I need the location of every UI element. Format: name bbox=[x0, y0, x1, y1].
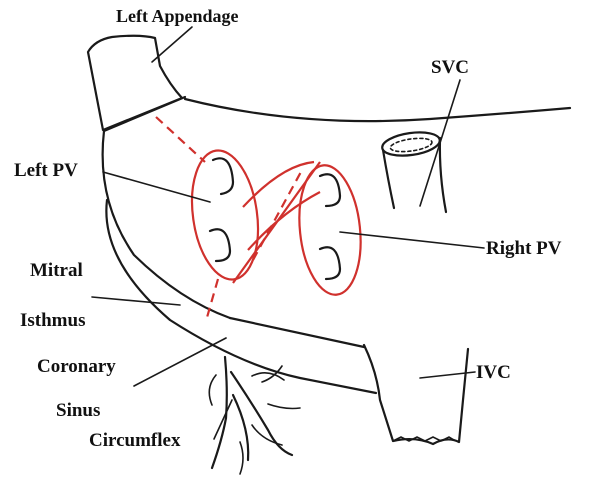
leader-coronary bbox=[134, 338, 226, 386]
left-appendage-shape bbox=[88, 36, 182, 130]
circumflex-branch-2 bbox=[233, 395, 248, 460]
circumflex-branch-6 bbox=[209, 375, 216, 405]
svc-wall-right bbox=[440, 138, 446, 212]
circumflex-branch-7 bbox=[240, 442, 243, 474]
atrium-top-edge bbox=[185, 99, 570, 121]
label-circumflex: Circumflex bbox=[89, 430, 181, 451]
leader-mitral bbox=[92, 297, 180, 305]
right-pv-ostium-upper bbox=[320, 174, 340, 206]
left-pv-encircling-line bbox=[184, 146, 265, 284]
mitral-annulus-outer bbox=[106, 200, 376, 393]
atrium-lower-edge bbox=[230, 318, 364, 347]
label-right-pv: Right PV bbox=[486, 238, 562, 259]
left-pv-ostium-lower bbox=[210, 229, 230, 261]
label-left-appendage: Left Appendage bbox=[116, 6, 239, 26]
leader-ivc bbox=[420, 372, 475, 378]
label-coronary: Coronary bbox=[37, 356, 116, 377]
mitral-isthmus-line-dashed bbox=[206, 279, 218, 321]
circumflex-branch-4 bbox=[268, 404, 300, 409]
label-sinus: Sinus bbox=[56, 400, 100, 421]
box-line-dashed bbox=[253, 170, 302, 260]
label-isthmus: Isthmus bbox=[20, 310, 85, 331]
ivc-outline bbox=[364, 345, 468, 444]
appendage-ridge-line-dashed bbox=[156, 117, 205, 162]
right-pv-ostium-lower bbox=[320, 247, 340, 279]
label-left-pv: Left PV bbox=[14, 160, 78, 181]
coronary-sinus-trunk bbox=[212, 357, 227, 468]
leader-left-appendage bbox=[152, 27, 192, 62]
label-svc: SVC bbox=[431, 57, 469, 78]
label-mitral: Mitral bbox=[30, 260, 83, 281]
leader-svc bbox=[420, 80, 460, 206]
appendage-base bbox=[104, 97, 185, 131]
atrium-left-wall bbox=[103, 131, 230, 318]
svc-wall-left bbox=[383, 150, 394, 208]
label-ivc: IVC bbox=[476, 362, 511, 383]
left-pv-ostium-upper bbox=[213, 158, 233, 194]
